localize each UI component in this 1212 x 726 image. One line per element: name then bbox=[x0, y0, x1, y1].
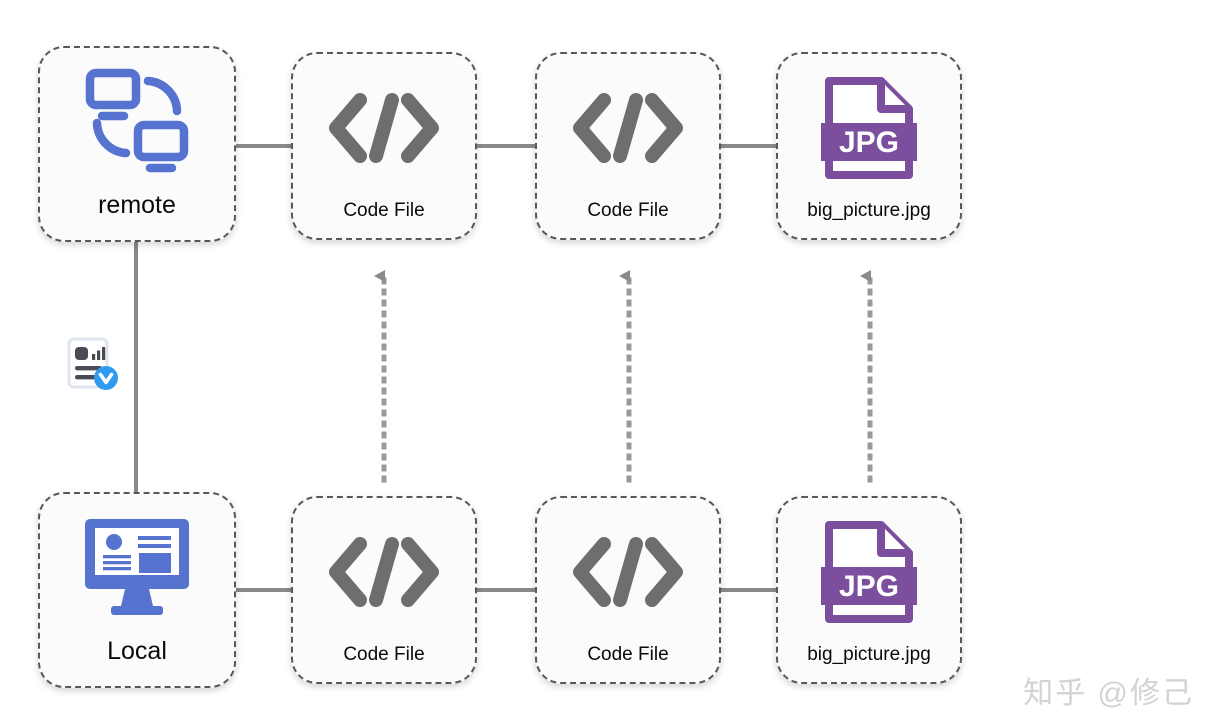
jpg-file-icon: JPG bbox=[778, 498, 960, 645]
node-code-file-top-1[interactable]: Code File bbox=[291, 52, 477, 240]
node-code-file-top-2[interactable]: Code File bbox=[535, 52, 721, 240]
commit-document-icon bbox=[67, 337, 118, 390]
code-file-icon bbox=[537, 498, 719, 645]
jpg-badge-text: JPG bbox=[839, 126, 899, 159]
jpg-badge-text: JPG bbox=[839, 570, 899, 603]
watermark: 知乎 @修己 bbox=[1023, 677, 1194, 710]
node-label: big_picture.jpg bbox=[807, 644, 931, 665]
node-jpg-bottom[interactable]: JPG big_picture.jpg bbox=[776, 496, 962, 684]
code-file-icon bbox=[293, 498, 475, 645]
node-label: Local bbox=[107, 637, 167, 665]
node-local[interactable]: Local bbox=[38, 492, 236, 688]
node-label: Code File bbox=[587, 200, 669, 221]
node-label: Code File bbox=[343, 200, 425, 221]
code-file-icon bbox=[293, 54, 475, 201]
node-jpg-top[interactable]: JPG big_picture.jpg bbox=[776, 52, 962, 240]
node-code-file-bottom-2[interactable]: Code File bbox=[535, 496, 721, 684]
jpg-file-icon: JPG bbox=[778, 54, 960, 201]
node-label: Code File bbox=[343, 644, 425, 665]
node-code-file-bottom-1[interactable]: Code File bbox=[291, 496, 477, 684]
node-remote[interactable]: remote bbox=[38, 46, 236, 242]
code-file-icon bbox=[537, 54, 719, 201]
node-label: big_picture.jpg bbox=[807, 200, 931, 221]
node-label: remote bbox=[98, 191, 176, 219]
chevron-down-badge bbox=[94, 366, 118, 390]
remote-sync-icon bbox=[40, 48, 234, 193]
node-label: Code File bbox=[587, 644, 669, 665]
monitor-icon bbox=[40, 494, 234, 639]
